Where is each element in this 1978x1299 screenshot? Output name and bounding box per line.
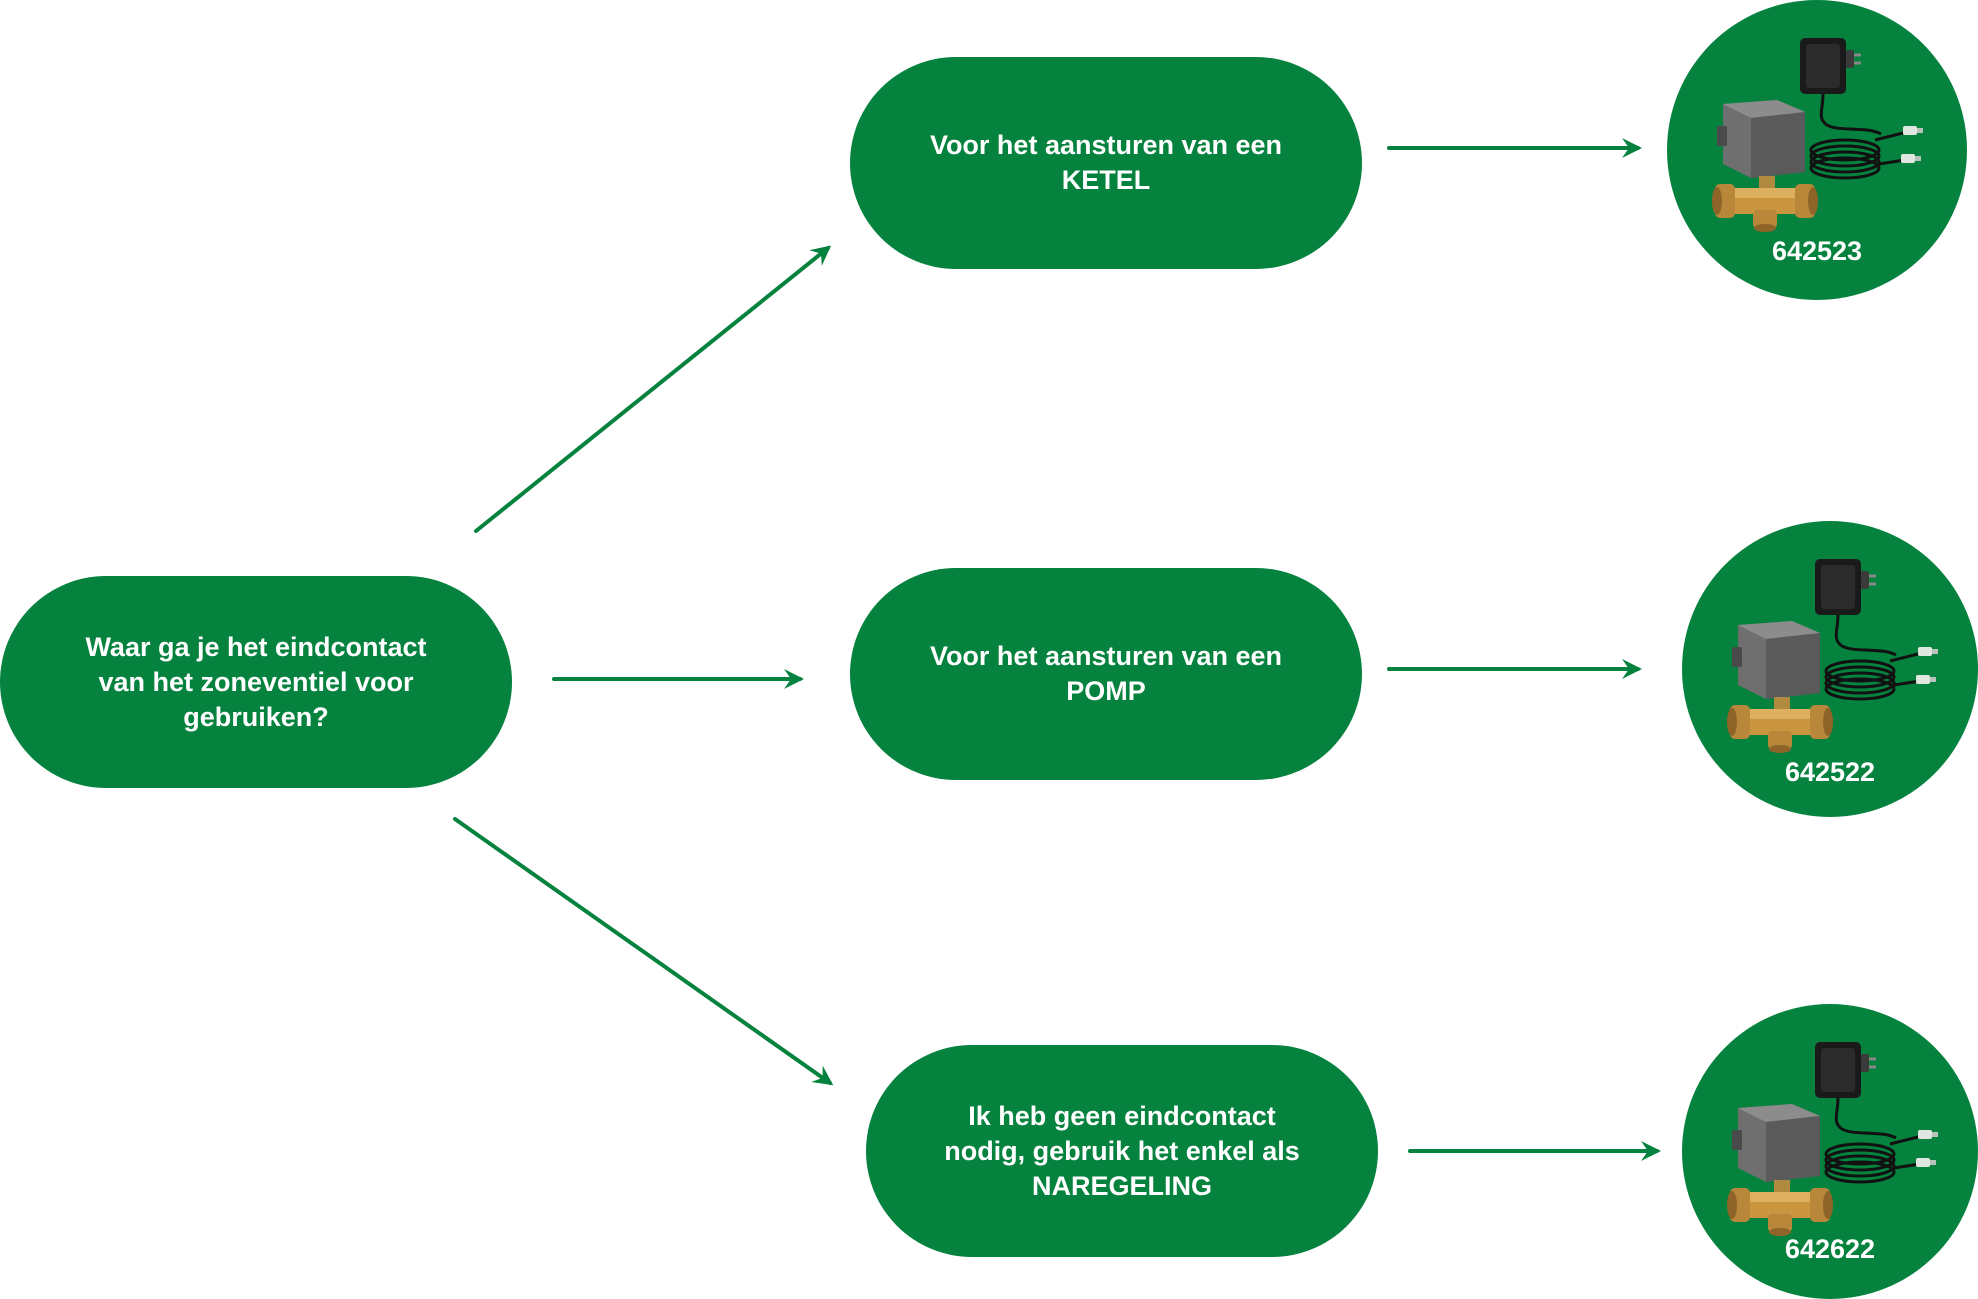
product-code: 642522 bbox=[1784, 757, 1876, 787]
option-naregeling-text: Ik heb geen eindcontact nodig, gebruik h… bbox=[944, 1099, 1300, 1204]
question-line: Waar ga je het eindcontact bbox=[85, 631, 427, 662]
option-line: KETEL bbox=[1061, 165, 1151, 195]
option-ketel-text: Voor het aansturen van een KETEL bbox=[930, 128, 1282, 198]
option-line: Voor het aansturen van een bbox=[929, 641, 1283, 671]
question-text: Waar ga je het eindcontact van het zonev… bbox=[85, 630, 426, 735]
option-line: POMP bbox=[1066, 676, 1146, 706]
product-code: 642523 bbox=[1771, 236, 1863, 266]
zone-valve-with-adapter-image bbox=[1682, 521, 1978, 766]
option-naregeling-node: Ik heb geen eindcontact nodig, gebruik h… bbox=[866, 1045, 1378, 1257]
zone-valve-with-adapter-image bbox=[1667, 0, 1967, 245]
option-ketel-node: Voor het aansturen van een KETEL bbox=[850, 57, 1362, 269]
product-circle-642622: 642622 bbox=[1682, 1004, 1978, 1299]
question-node: Waar ga je het eindcontact van het zonev… bbox=[0, 576, 512, 788]
zone-valve-with-adapter-image bbox=[1682, 1004, 1978, 1249]
arrow-to-ketel bbox=[474, 245, 832, 533]
option-line: Ik heb geen eindcontact bbox=[968, 1100, 1276, 1131]
option-pomp-node: Voor het aansturen van een POMP bbox=[850, 568, 1362, 780]
option-line: NAREGELING bbox=[1031, 1170, 1212, 1201]
arrow-to-naregeling bbox=[453, 817, 834, 1086]
option-line: Voor het aansturen van een bbox=[929, 130, 1283, 160]
product-circle-642522: 642522 bbox=[1682, 521, 1978, 817]
product-code: 642622 bbox=[1784, 1234, 1876, 1264]
question-line: van het zoneventiel voor bbox=[98, 666, 414, 697]
option-pomp-text: Voor het aansturen van een POMP bbox=[930, 639, 1282, 709]
option-line: nodig, gebruik het enkel als bbox=[944, 1135, 1300, 1166]
product-circle-642523: 642523 bbox=[1667, 0, 1967, 300]
question-line: gebruiken? bbox=[183, 701, 329, 732]
